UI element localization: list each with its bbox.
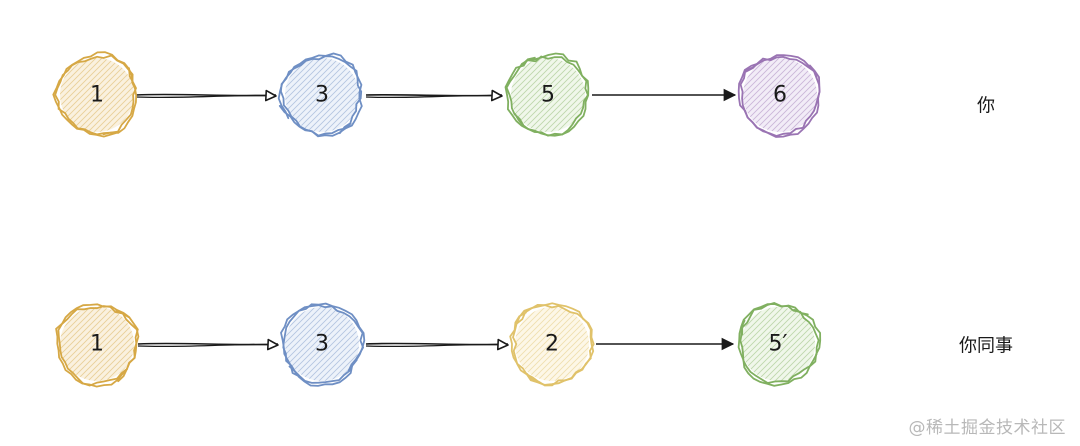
node-outline xyxy=(737,303,822,387)
node-row1-1: 1 xyxy=(52,51,138,138)
edge-row1-1-3 xyxy=(135,89,277,102)
node-outline xyxy=(737,54,821,138)
node-outline xyxy=(509,302,595,386)
node-outline xyxy=(52,51,138,138)
node-fill xyxy=(743,58,817,132)
row-2-edges xyxy=(137,338,733,351)
node-outline xyxy=(739,55,821,137)
row-1-label: 你 xyxy=(977,96,995,117)
node-outline xyxy=(277,52,363,138)
edge-row2-3-2 xyxy=(365,338,509,351)
node-fill xyxy=(511,58,585,132)
node-row1-5: 5 xyxy=(504,52,590,137)
watermark: @稀土掘金技术社区 xyxy=(908,418,1066,438)
node-outline xyxy=(280,302,366,387)
node-row2-1: 1 xyxy=(55,303,140,388)
node-hatch xyxy=(511,58,585,132)
row-2-label: 你同事 xyxy=(959,336,1013,357)
node-label: 3 xyxy=(315,332,329,357)
row-1-edges xyxy=(135,89,735,102)
edge-row2-1-3 xyxy=(137,338,279,351)
node-label: 2 xyxy=(545,332,559,357)
node-label: 5′ xyxy=(769,332,788,357)
node-outline xyxy=(504,52,590,137)
node-row1-6: 6 xyxy=(737,54,821,138)
row-1: 1 3 5 6 你 xyxy=(52,51,995,138)
node-label: 3 xyxy=(315,83,329,108)
node-fill xyxy=(285,307,359,381)
node-fill xyxy=(515,307,589,381)
node-label: 1 xyxy=(90,332,104,357)
node-label: 6 xyxy=(773,83,787,108)
row-2: 1 3 2 5′ 你同事 xyxy=(55,302,1013,388)
node-fill xyxy=(60,307,134,381)
node-label: 1 xyxy=(90,83,104,108)
node-row1-3: 3 xyxy=(277,52,363,138)
node-outline xyxy=(55,303,139,388)
node-hatch xyxy=(60,58,134,132)
node-fill xyxy=(285,58,359,132)
node-fill xyxy=(741,307,815,381)
node-row2-5prime: 5′ xyxy=(737,302,822,387)
node-label: 5 xyxy=(541,83,555,108)
node-outline xyxy=(54,54,137,136)
node-fill xyxy=(60,58,134,132)
edge-row1-3-5 xyxy=(365,89,503,102)
node-hatch xyxy=(741,307,815,381)
